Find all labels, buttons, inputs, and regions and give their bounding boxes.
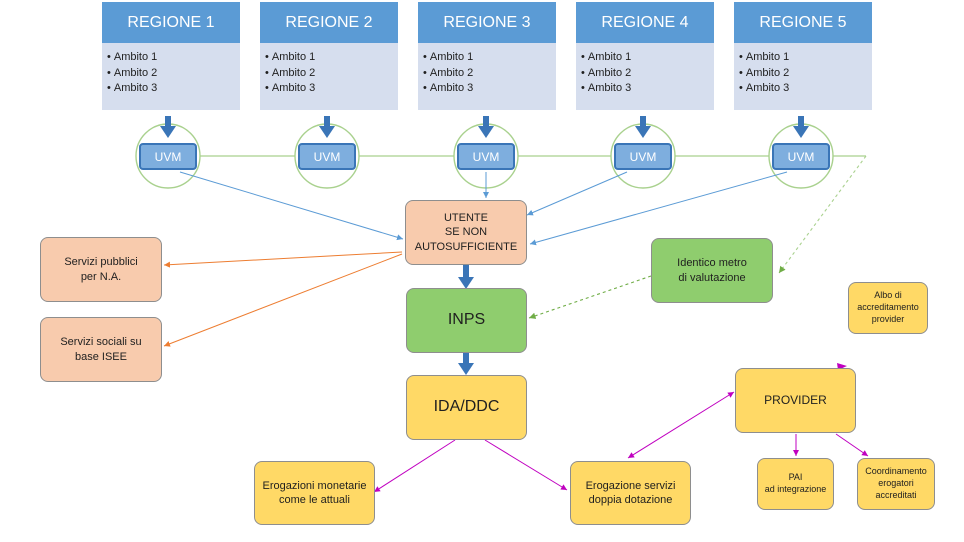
coordinamento-box: Coordinamento erogatori accreditati	[857, 458, 935, 510]
utente-line: UTENTE	[443, 212, 488, 225]
erogazione-servizi-box: Erogazione servizi doppia dotazione	[570, 461, 691, 525]
erogazione-servizi-line: doppia dotazione	[588, 494, 673, 506]
pai-line: ad integrazione	[764, 484, 827, 494]
identico-metro-box: Identico metro di valutazione	[651, 238, 773, 303]
ambito-item: Ambito 3	[739, 81, 872, 97]
uvm-box-2: UVM	[298, 143, 356, 170]
region-3: REGIONE 3 Ambito 1 Ambito 2 Ambito 3	[418, 2, 556, 110]
servizi-sociali-line: Servizi sociali su	[60, 336, 142, 349]
ambito-item: Ambito 3	[423, 81, 556, 97]
uvm-box-4: UVM	[614, 143, 672, 170]
region-1: REGIONE 1 Ambito 1 Ambito 2 Ambito 3	[102, 2, 240, 110]
utente-line: SE NON	[444, 226, 488, 239]
coordinamento-line: Coordinamento	[865, 466, 927, 477]
servizi-pubblici-line: per N.A.	[80, 270, 122, 283]
region-title: REGIONE 5	[734, 2, 872, 43]
pai-box: PAI ad integrazione	[757, 458, 834, 510]
region-title: REGIONE 4	[576, 2, 714, 43]
ambito-item: Ambito 1	[265, 50, 398, 66]
ambito-item: Ambito 2	[423, 66, 556, 82]
inps-box: INPS	[406, 288, 527, 353]
inps-label: INPS	[447, 311, 486, 329]
provider-box: PROVIDER	[735, 368, 856, 433]
ambito-item: Ambito 1	[423, 50, 556, 66]
uvm-box-3: UVM	[457, 143, 515, 170]
provider-label: PROVIDER	[764, 392, 827, 407]
region-title: REGIONE 3	[418, 2, 556, 43]
coordinamento-line: erogatori	[878, 478, 914, 489]
ambito-item: Ambito 1	[581, 50, 714, 66]
servizi-pubblici-box: Servizi pubblici per N.A.	[40, 237, 162, 302]
utente-line: AUTOSUFFICIENTE	[414, 240, 518, 253]
region-2: REGIONE 2 Ambito 1 Ambito 2 Ambito 3	[260, 2, 398, 110]
uvm-box-5: UVM	[772, 143, 830, 170]
servizi-sociali-box: Servizi sociali su base ISEE	[40, 317, 162, 382]
ambito-item: Ambito 3	[107, 81, 240, 97]
identico-line: Identico metro	[677, 257, 747, 270]
ambito-item: Ambito 2	[107, 66, 240, 82]
uvm-box-1: UVM	[139, 143, 197, 170]
erogazioni-monetarie-line: come le attuali	[279, 494, 350, 506]
ambito-item: Ambito 2	[265, 66, 398, 82]
albo-box: Albo di accreditamento provider	[848, 282, 928, 334]
ambito-item: Ambito 3	[265, 81, 398, 97]
ambito-item: Ambito 1	[739, 50, 872, 66]
erogazioni-monetarie-line: Erogazioni monetarie	[262, 479, 367, 492]
utente-box: UTENTE SE NON AUTOSUFFICIENTE	[405, 200, 527, 265]
coordinamento-line: accreditati	[875, 489, 917, 500]
erogazione-servizi-line: Erogazione servizi	[585, 479, 676, 492]
identico-line: di valutazione	[678, 271, 746, 284]
albo-line: accreditamento	[857, 302, 919, 313]
region-4: REGIONE 4 Ambito 1 Ambito 2 Ambito 3	[576, 2, 714, 110]
ida-ddc-box: IDA/DDC	[406, 375, 527, 440]
region-title: REGIONE 2	[260, 2, 398, 43]
pai-line: PAI	[788, 472, 803, 483]
ambito-item: Ambito 1	[107, 50, 240, 66]
albo-line: provider	[871, 313, 905, 324]
ambito-item: Ambito 2	[739, 66, 872, 82]
ida-label: IDA/DDC	[433, 398, 500, 416]
albo-line: Albo di	[874, 290, 902, 301]
servizi-pubblici-line: Servizi pubblici	[64, 256, 138, 269]
region-title: REGIONE 1	[102, 2, 240, 43]
servizi-sociali-line: base ISEE	[75, 350, 127, 363]
ambito-item: Ambito 3	[581, 81, 714, 97]
region-5: REGIONE 5 Ambito 1 Ambito 2 Ambito 3	[734, 2, 872, 110]
erogazioni-monetarie-box: Erogazioni monetarie come le attuali	[254, 461, 375, 525]
ambito-item: Ambito 2	[581, 66, 714, 82]
